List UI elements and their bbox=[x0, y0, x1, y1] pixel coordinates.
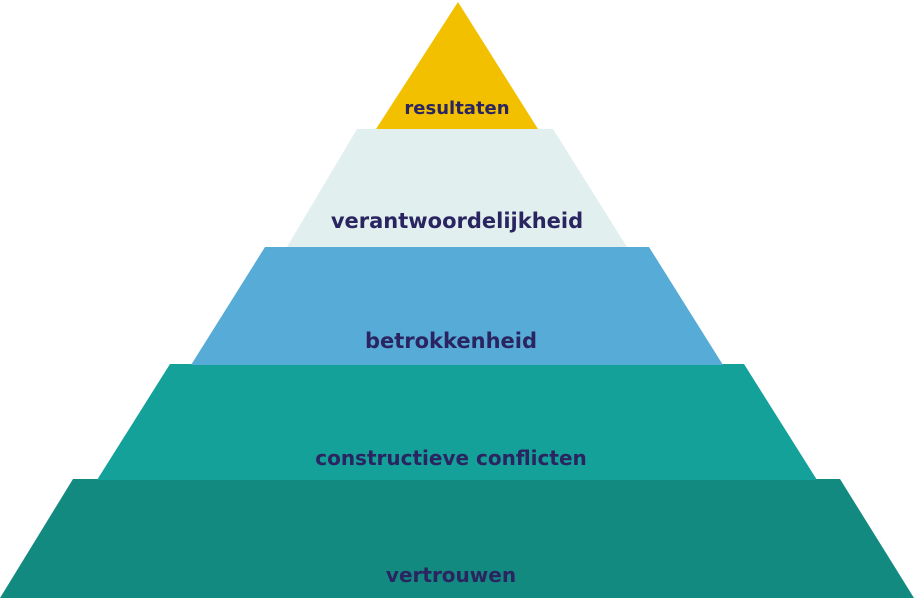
tier-verantwoordelijkheid-shape bbox=[287, 129, 627, 247]
tier-betrokkenheid-shape bbox=[191, 247, 723, 365]
tier-label-resultaten: resultaten bbox=[404, 98, 509, 119]
tier-label-verantwoordelijkheid: verantwoordelijkheid bbox=[331, 209, 583, 233]
tier-constructieve-conflicten-shape bbox=[97, 364, 817, 480]
tier-label-betrokkenheid: betrokkenheid bbox=[365, 329, 537, 353]
tier-label-vertrouwen: vertrouwen bbox=[386, 563, 516, 587]
tier-vertrouwen-shape bbox=[0, 479, 914, 598]
tier-label-constructieve-conflicten: constructieve conflicten bbox=[315, 446, 587, 470]
tier-resultaten-shape bbox=[376, 2, 538, 129]
